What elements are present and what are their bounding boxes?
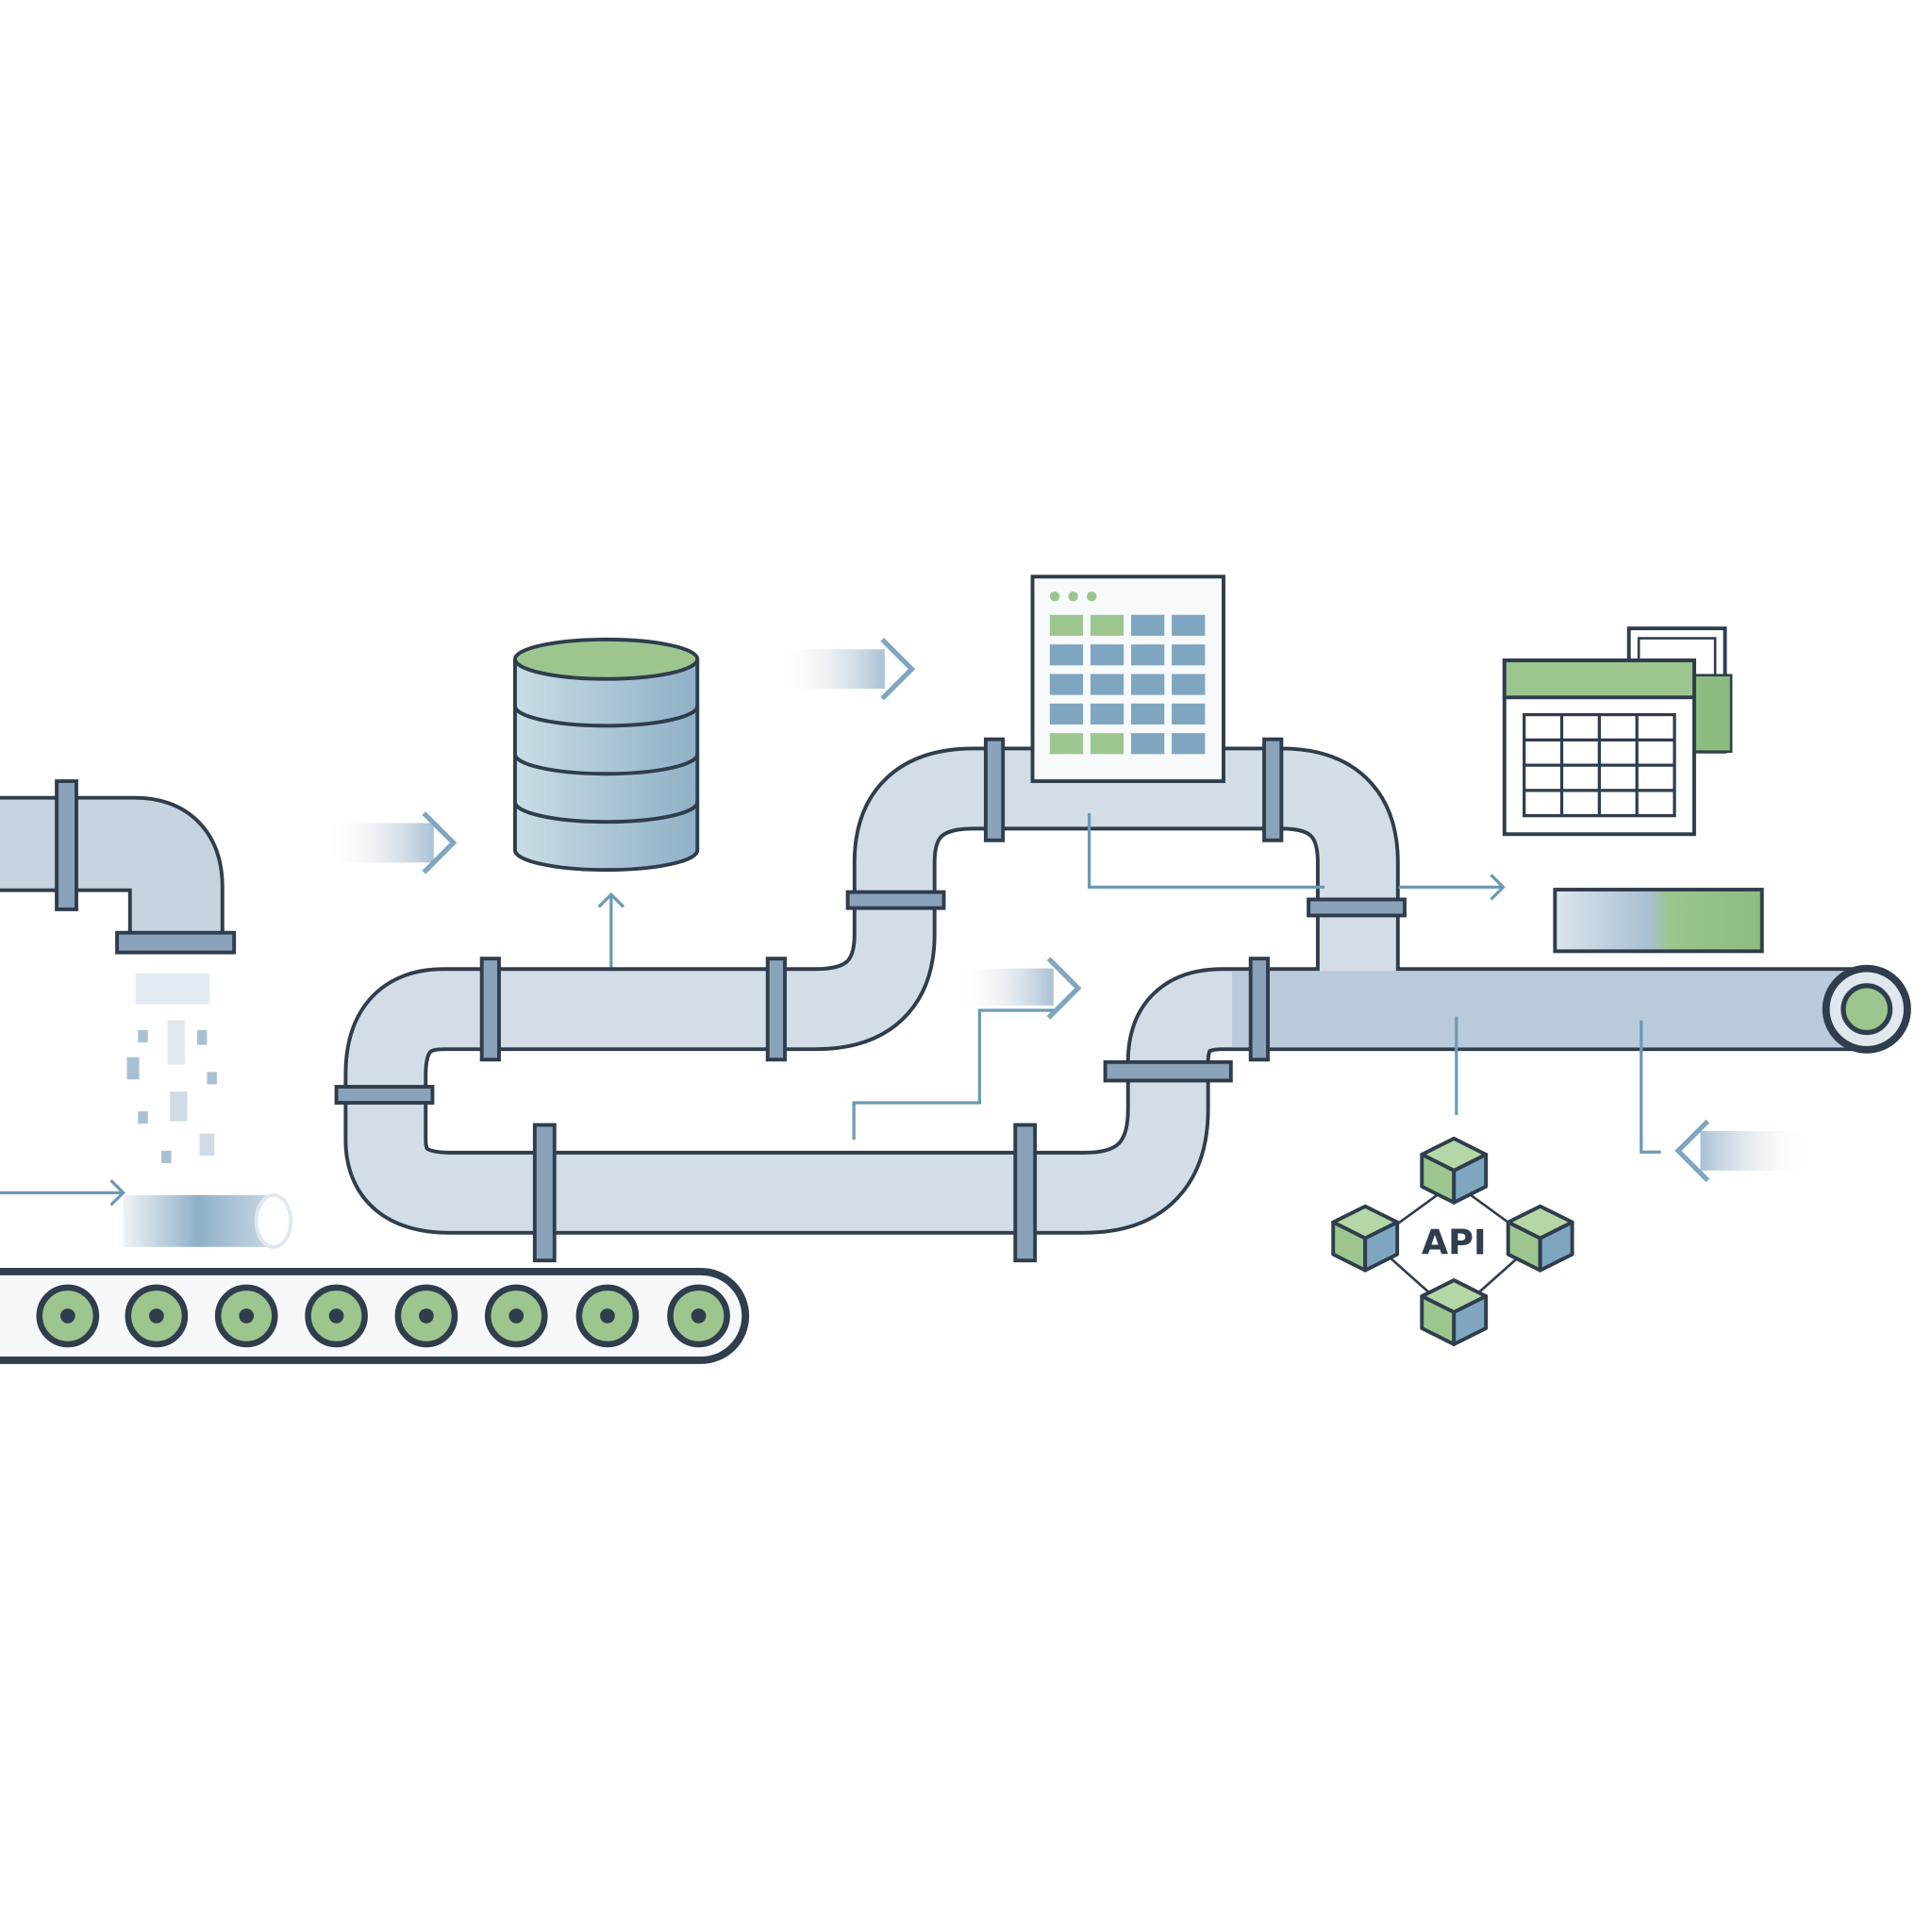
- sheet-cell: [1172, 674, 1206, 695]
- flow-arrow: [323, 811, 458, 874]
- sheet-cell: [1090, 644, 1124, 666]
- connector-lines: [852, 813, 1661, 1154]
- sheet-cell: [1172, 644, 1206, 666]
- api-cube: [1506, 1204, 1574, 1273]
- database-icon: [513, 637, 700, 873]
- sheet-cell: [1172, 733, 1206, 755]
- api-cube: [1420, 1278, 1489, 1346]
- sheet-cell: [1090, 733, 1124, 755]
- conveyor-roller: [125, 1284, 189, 1348]
- data-particles: [126, 973, 217, 1163]
- pipe-flange: [1013, 1123, 1038, 1263]
- flow-arrow: [774, 638, 916, 701]
- sheet-cell: [1131, 674, 1165, 695]
- conveyor-roller: [394, 1284, 458, 1348]
- pipe-flange: [55, 779, 78, 911]
- pipe-flange: [532, 1123, 557, 1263]
- api-label: API: [1422, 1223, 1487, 1263]
- api-cube: [1331, 1204, 1400, 1273]
- pipe-flange: [1103, 1059, 1233, 1083]
- pipe-flange: [1262, 737, 1284, 842]
- spreadsheet-icon: [1030, 575, 1225, 784]
- sheet-cell: [1131, 644, 1165, 666]
- pipe-flange: [845, 890, 946, 910]
- sheet-cell: [1049, 733, 1084, 755]
- conveyor-roller: [305, 1284, 368, 1348]
- sheet-cell: [1090, 614, 1124, 636]
- conveyor-roller: [36, 1284, 100, 1348]
- return-arrow: [1674, 1119, 1811, 1183]
- sheet-cell: [1131, 703, 1165, 724]
- api-cluster: API: [1331, 1136, 1574, 1346]
- sheet-cell: [1131, 733, 1165, 755]
- sheet-cell: [1049, 674, 1084, 695]
- sheet-cell: [1049, 614, 1084, 636]
- pipe-flange: [334, 1085, 435, 1105]
- pipe-flange: [479, 957, 501, 1062]
- conveyor-roller: [575, 1284, 640, 1348]
- input-arrow: [0, 1179, 125, 1207]
- conveyor-belt: [0, 1268, 750, 1364]
- conveyor-roller: [484, 1284, 548, 1348]
- sheet-cell: [1131, 614, 1165, 636]
- pipe-flange: [1248, 957, 1270, 1062]
- conveyor-roller: [214, 1284, 278, 1348]
- sheet-cell: [1090, 674, 1124, 695]
- pipe-flange: [983, 737, 1006, 842]
- inlet-pipe: [0, 779, 237, 955]
- pipe-flange: [1307, 897, 1407, 918]
- flow-arrow: [955, 957, 1082, 1020]
- sheet-cell: [1090, 703, 1124, 724]
- sheet-cell: [1049, 644, 1084, 666]
- main-pipeline: [334, 737, 1911, 1263]
- sheet-cell: [1049, 703, 1084, 724]
- api-cube: [1420, 1136, 1489, 1205]
- pipe-flange: [115, 930, 237, 955]
- table-document-icon: [1502, 626, 1733, 837]
- sheet-cell: [1172, 614, 1206, 636]
- conveyor-roller: [667, 1284, 730, 1348]
- data-capsule: [123, 1192, 293, 1249]
- progress-bar: [1553, 888, 1764, 954]
- sheet-cell: [1172, 703, 1206, 724]
- pipe-flange: [765, 957, 787, 1062]
